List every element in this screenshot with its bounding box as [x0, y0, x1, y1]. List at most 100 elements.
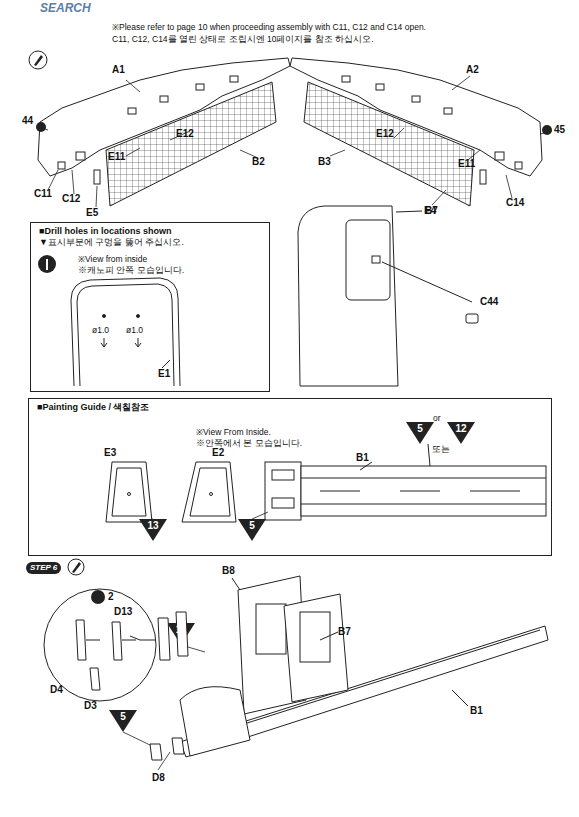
pencil-icon	[34, 55, 43, 66]
note-text: ø1.0	[92, 325, 109, 335]
part-label: E11	[458, 158, 475, 170]
note-text: ※View From Inside.	[196, 427, 271, 437]
leader-line	[48, 170, 58, 190]
leader-line	[72, 170, 74, 194]
drill-icon	[38, 255, 56, 273]
floor-part	[265, 462, 301, 520]
callout-number: 5	[114, 711, 132, 723]
fuselage-half	[128, 108, 136, 114]
part-label: D13	[114, 606, 132, 618]
section-heading: ■Drill holes in locations shown	[39, 226, 261, 237]
leader-line	[38, 76, 552, 207]
assembly-view	[232, 578, 468, 706]
part-label: E5	[86, 207, 98, 219]
part-label: E3	[104, 447, 116, 459]
floor-part	[360, 444, 430, 470]
canopy-frame	[71, 278, 180, 386]
note-text: ※캐노피 안쪽 모습입니다.	[78, 265, 184, 275]
pencil-icon	[29, 51, 47, 69]
canopy-frame	[162, 360, 170, 368]
part-label: B7	[338, 626, 351, 638]
assembly-view	[180, 576, 548, 757]
seat-part	[76, 620, 100, 660]
door-panel	[346, 220, 390, 300]
drill-icon	[38, 255, 56, 273]
part-label: 44	[22, 115, 33, 127]
seat-part	[130, 636, 156, 640]
callout-number: 11	[172, 624, 190, 636]
note-text: ※안쪽에서 본 모습입니다.	[196, 438, 302, 448]
window-frame	[106, 462, 152, 522]
window-frame	[210, 493, 213, 496]
fuselage-half	[230, 76, 238, 82]
part-label: B2	[252, 156, 265, 168]
window-frame	[190, 468, 230, 516]
note-text: C11, C12, C14를 열린 상태로 조립시엔 10페이지를 참조 하십시…	[112, 34, 374, 44]
part-label: D8	[152, 772, 165, 784]
fuselage-half	[106, 82, 276, 206]
floor-part	[265, 444, 546, 520]
drill-section-box: ■Drill holes in locations shown▼표시부분에 구멍…	[30, 222, 270, 392]
door-panel	[298, 206, 398, 386]
assembly-view	[300, 612, 330, 662]
seat-part	[90, 668, 100, 690]
part-label: B1	[356, 452, 369, 464]
note-text: or	[433, 413, 441, 423]
part-label: E1	[158, 368, 170, 380]
star-icon	[36, 122, 46, 132]
door-panel	[382, 211, 472, 302]
star-icon	[542, 125, 552, 135]
floor-part	[272, 498, 294, 508]
door-panel	[466, 314, 478, 323]
window-frame	[182, 462, 236, 522]
callout-triangle	[109, 710, 137, 732]
part-label: B3	[318, 156, 331, 168]
seat-part	[158, 612, 188, 660]
assembly-view	[256, 604, 286, 654]
part-label: A2	[466, 64, 479, 76]
leader-line	[126, 148, 140, 156]
star-icon	[36, 122, 552, 135]
canopy-frame	[103, 315, 106, 318]
step-label: STEP 6	[26, 562, 61, 574]
canopy-frame	[77, 284, 174, 386]
floor-part	[301, 478, 546, 504]
part-label: B8	[222, 565, 235, 577]
fuselage-half	[160, 96, 168, 102]
section-note: ▼표시부분에 구멍을 뚫어 주십시오.	[39, 237, 261, 248]
fuselage-half	[38, 58, 290, 206]
leader-line	[432, 190, 446, 205]
fuselage-half	[76, 152, 85, 160]
watermark: SEARCH	[40, 2, 91, 14]
callout-number: 5	[243, 520, 261, 532]
leader-line	[126, 80, 140, 92]
part-label: D4	[50, 684, 63, 696]
drill-icon	[46, 259, 48, 270]
part-label: C14	[506, 197, 524, 209]
window-frame	[106, 462, 236, 522]
callout-number: 13	[144, 520, 162, 532]
canopy-frame	[137, 315, 140, 318]
part-label: C44	[480, 296, 498, 308]
callout-triangle	[109, 422, 475, 732]
seat-part	[150, 738, 184, 760]
fuselage-half	[94, 170, 100, 184]
callout-triangle	[238, 519, 266, 541]
d-icon	[91, 590, 105, 604]
window-frame	[112, 468, 146, 516]
door-panel	[372, 256, 380, 263]
part-label: B1	[470, 705, 483, 717]
window-frame	[128, 493, 131, 496]
assembly-view	[284, 594, 348, 702]
part-label: 45	[554, 124, 565, 136]
fuselage-half	[58, 162, 65, 169]
pencil-icon	[72, 562, 81, 573]
note-text: ※Please refer to page 10 when proceeding…	[112, 22, 426, 32]
fuselage-half	[196, 84, 204, 90]
section-heading: ■Painting Guide / 색칠참조	[37, 402, 543, 413]
part-label: C12	[62, 193, 80, 205]
fuselage-half	[290, 58, 542, 206]
leader-line	[96, 186, 97, 207]
leader-line	[330, 150, 345, 156]
door-panel	[298, 206, 478, 386]
